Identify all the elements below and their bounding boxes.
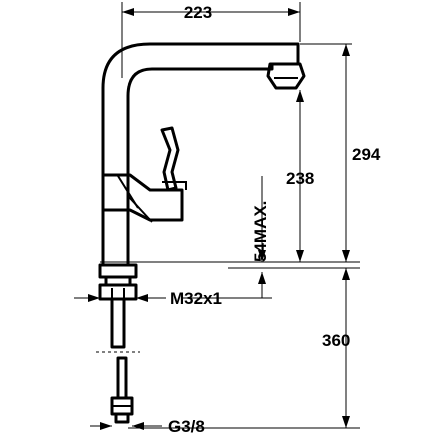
max-thickness-dimension: 54MAX. — [182, 176, 272, 299]
height-294-dimension: 294 — [342, 44, 381, 262]
spout-reference-lines — [100, 43, 360, 269]
width-dimension: 223 — [121, 2, 301, 78]
height-360-label: 360 — [322, 331, 350, 350]
thread-callout: M32x1 — [74, 289, 222, 308]
faucet-outline — [96, 42, 306, 424]
max-thickness-label: 54MAX. — [251, 201, 270, 262]
width-dimension-label: 223 — [184, 3, 212, 22]
connector-label: G3/8 — [168, 417, 205, 436]
height-360-dimension: 360 — [128, 268, 360, 429]
height-238-dimension: 238 — [286, 169, 314, 262]
height-294-label: 294 — [352, 145, 381, 164]
connector-callout: G3/8 — [90, 417, 205, 436]
thread-label: M32x1 — [170, 289, 222, 308]
height-238-label: 238 — [286, 169, 314, 188]
